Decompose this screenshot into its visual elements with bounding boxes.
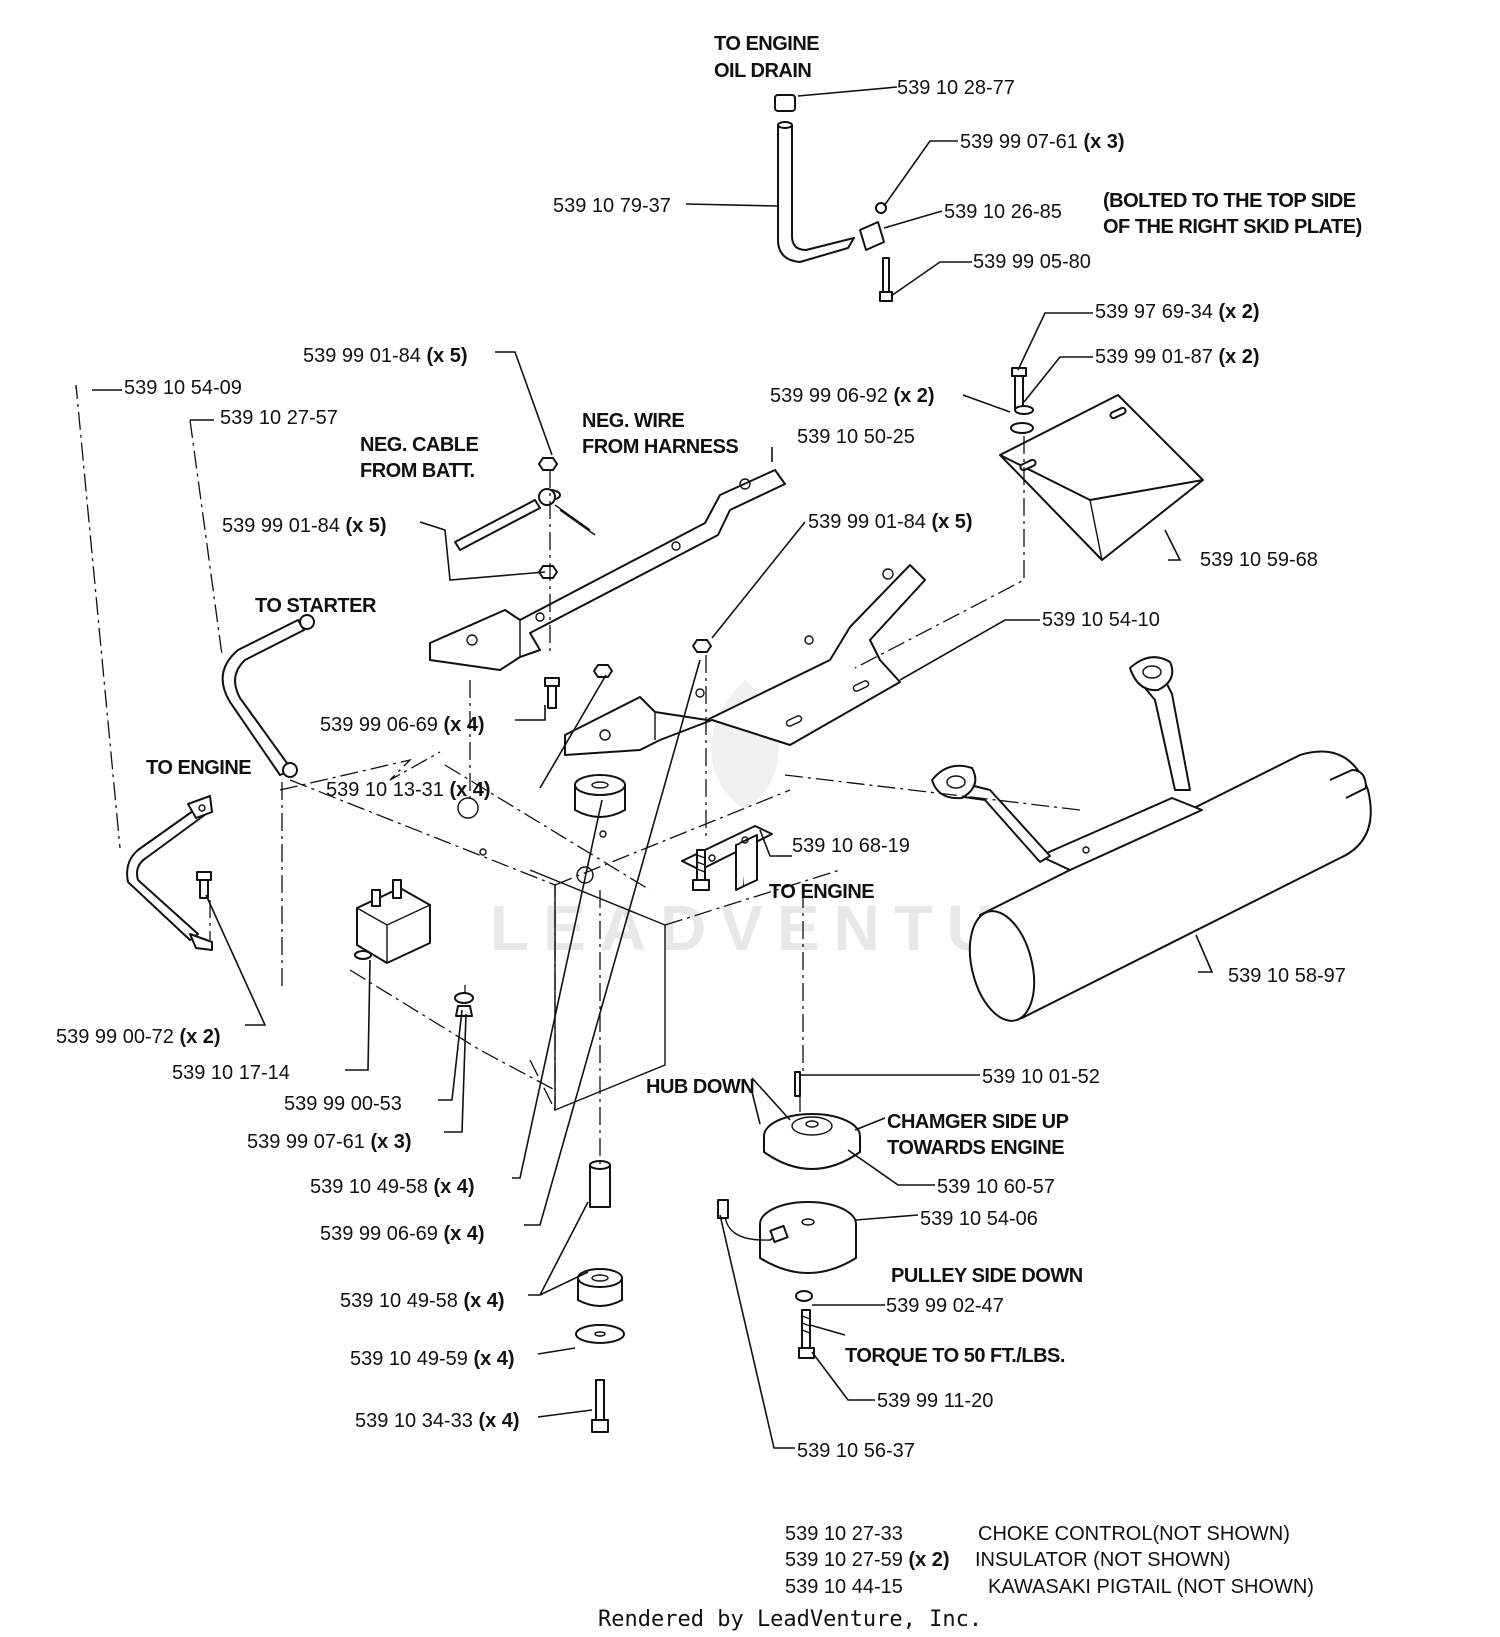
heat-shield[interactable]: [999, 394, 1204, 561]
callout-539-99-02-47: 539 99 02-47: [886, 1295, 1004, 1317]
isolator-mount-upper[interactable]: [574, 774, 626, 818]
callout-539-99-00-53: 539 99 00-53: [284, 1093, 402, 1115]
note-chamfer-2: TOWARDS ENGINE: [887, 1137, 1064, 1159]
callout-539-99-06-92: 539 99 06-92 (x 2): [770, 385, 935, 407]
not-shown-desc-2: INSULATOR (NOT SHOWN): [975, 1549, 1231, 1571]
callout-539-99-01-84-left: 539 99 01-84 (x 5): [222, 515, 387, 537]
engine-deck-outline: [279, 751, 841, 1112]
callout-539-10-56-37: 539 10 56-37: [797, 1440, 915, 1462]
shield-bolt[interactable]: [1010, 367, 1034, 434]
bracket-bolt[interactable]: [692, 849, 710, 891]
isolator-stack[interactable]: [575, 1160, 625, 1433]
callout-539-99-01-87: 539 99 01-87 (x 2): [1095, 346, 1260, 368]
callout-539-10-68-19: 539 10 68-19: [792, 835, 910, 857]
callout-539-99-07-61-top: 539 99 07-61 (x 3): [960, 131, 1125, 153]
solenoid-bolt[interactable]: [196, 871, 212, 899]
note-bolted-1: (BOLTED TO THE TOP SIDE: [1103, 190, 1356, 212]
callout-539-10-49-58-top: 539 10 49-58 (x 4): [310, 1176, 475, 1198]
not-shown-part-2: 539 10 27-59 (x 2): [785, 1549, 950, 1571]
alignment-lines: [75, 384, 1081, 1165]
not-shown-part-1: 539 10 27-33: [785, 1523, 903, 1545]
notes: TO ENGINE OIL DRAIN (BOLTED TO THE TOP S…: [146, 33, 1362, 1367]
callout-539-10-50-25: 539 10 50-25: [797, 426, 915, 448]
note-pulley-side-down: PULLEY SIDE DOWN: [891, 1265, 1083, 1287]
callouts: 539 10 28-77 539 99 07-61 (x 3) 539 10 7…: [56, 77, 1346, 1462]
callout-539-10-13-31: 539 10 13-31 (x 4): [326, 779, 491, 801]
callout-539-10-59-68: 539 10 59-68: [1200, 549, 1318, 571]
leader-lines: [92, 86, 1214, 1449]
note-to-starter: TO STARTER: [255, 595, 377, 617]
callout-539-99-07-61-bottom: 539 99 07-61 (x 3): [247, 1131, 412, 1153]
callout-539-10-28-77: 539 10 28-77: [897, 77, 1015, 99]
callout-539-10-54-06: 539 10 54-06: [920, 1208, 1038, 1230]
callout-539-10-34-33: 539 10 34-33 (x 4): [355, 1410, 520, 1432]
callout-539-10-01-52: 539 10 01-52: [982, 1066, 1100, 1088]
callout-539-99-01-84-top: 539 99 01-84 (x 5): [303, 345, 468, 367]
ground-strap[interactable]: [126, 795, 213, 951]
note-chamfer-1: CHAMGER SIDE UP: [887, 1111, 1069, 1133]
callout-539-10-49-58-bottom: 539 10 49-58 (x 4): [340, 1290, 505, 1312]
note-neg-wire-2: FROM HARNESS: [582, 436, 738, 458]
callout-539-99-00-72: 539 99 00-72 (x 2): [56, 1026, 221, 1048]
starter-cable[interactable]: [221, 614, 315, 778]
note-bolted-2: OF THE RIGHT SKID PLATE): [1103, 216, 1362, 238]
deck-fasteners[interactable]: [454, 992, 474, 1017]
skid-plate-lower[interactable]: [564, 564, 926, 756]
pipe-clamp[interactable]: [859, 221, 885, 251]
solenoid[interactable]: [354, 879, 431, 964]
callout-539-10-49-59: 539 10 49-59 (x 4): [350, 1348, 515, 1370]
callout-539-10-60-57: 539 10 60-57: [937, 1176, 1055, 1198]
note-to-engine-left: TO ENGINE: [146, 757, 251, 779]
skid-plate-upper[interactable]: [429, 469, 786, 671]
muffler[interactable]: [931, 656, 1372, 1027]
negative-cable[interactable]: [454, 488, 596, 551]
drain-pipe[interactable]: [777, 124, 855, 263]
note-neg-cable-1: NEG. CABLE: [360, 434, 479, 456]
callout-539-99-11-20: 539 99 11-20: [877, 1390, 993, 1412]
callout-539-99-06-69-top: 539 99 06-69 (x 4): [320, 714, 485, 736]
callout-539-10-26-85: 539 10 26-85: [944, 201, 1062, 223]
note-neg-wire-1: NEG. WIRE: [582, 410, 684, 432]
note-torque: TORQUE TO 50 FT./LBS.: [845, 1345, 1065, 1367]
drain-pipe-assembly: [774, 94, 893, 302]
note-neg-cable-2: FROM BATT.: [360, 460, 475, 482]
note-hub-down: HUB DOWN: [646, 1076, 754, 1098]
not-shown-part-3: 539 10 44-15: [785, 1576, 903, 1598]
callout-539-10-58-97: 539 10 58-97: [1228, 965, 1346, 987]
note-to-engine-center: TO ENGINE: [769, 881, 874, 903]
note-to-engine-oil-drain-1: TO ENGINE: [714, 33, 819, 55]
callout-539-10-54-09: 539 10 54-09: [124, 377, 242, 399]
clamp-bolt[interactable]: [882, 257, 890, 293]
drain-cap[interactable]: [774, 94, 796, 112]
clutch-assembly[interactable]: [717, 1071, 861, 1359]
not-shown-desc-1: CHOKE CONTROL(NOT SHOWN): [978, 1523, 1290, 1545]
callout-539-10-27-57: 539 10 27-57: [220, 407, 338, 429]
footer-credit: Rendered by LeadVenture, Inc.: [598, 1607, 982, 1632]
callout-539-97-69-34: 539 97 69-34 (x 2): [1095, 301, 1260, 323]
callout-539-10-79-37: 539 10 79-37: [553, 195, 671, 217]
note-to-engine-oil-drain-2: OIL DRAIN: [714, 60, 811, 82]
callout-539-99-05-80: 539 99 05-80: [973, 251, 1091, 273]
callout-539-10-54-10: 539 10 54-10: [1042, 609, 1160, 631]
not-shown-desc-3: KAWASAKI PIGTAIL (NOT SHOWN): [988, 1576, 1314, 1598]
callout-539-99-01-84-center: 539 99 01-84 (x 5): [808, 511, 973, 533]
callout-539-99-06-69-bottom: 539 99 06-69 (x 4): [320, 1223, 485, 1245]
callout-539-10-17-14: 539 10 17-14: [172, 1062, 290, 1084]
not-shown-list: 539 10 27-33 CHOKE CONTROL(NOT SHOWN) 53…: [785, 1523, 1314, 1598]
